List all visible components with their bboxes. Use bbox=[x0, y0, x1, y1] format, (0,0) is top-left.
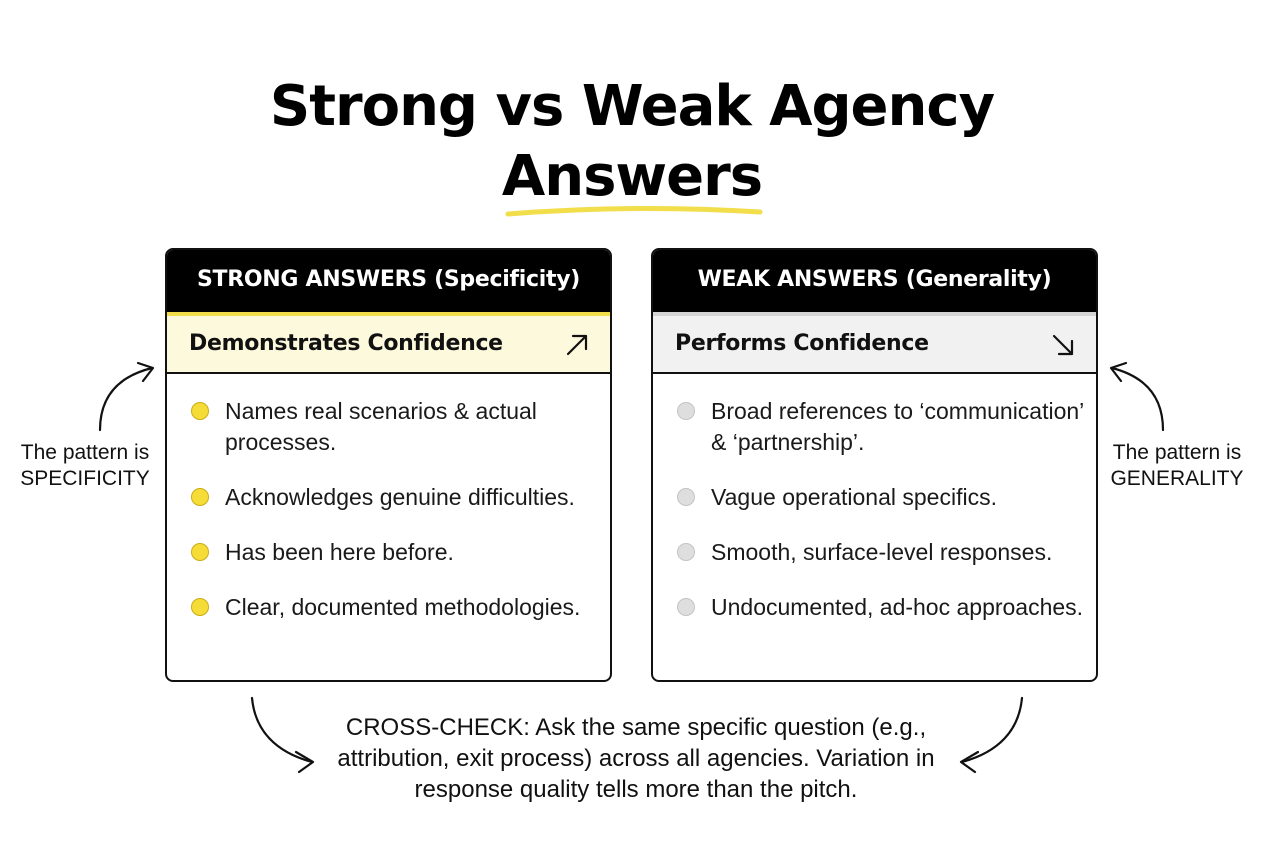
yellow-bullet-icon bbox=[191, 543, 209, 561]
list-item: Has been here before. bbox=[167, 537, 610, 568]
arrow-left-curve-icon bbox=[98, 361, 155, 432]
list-item: Acknowledges genuine difficulties. bbox=[167, 482, 610, 513]
gray-bullet-icon bbox=[677, 402, 695, 420]
yellow-bullet-icon bbox=[191, 488, 209, 506]
arrow-right-curve-icon bbox=[1109, 361, 1165, 432]
strong-card-header: STRONG ANSWERS (Specificity) bbox=[167, 250, 610, 312]
page-title: Strong vs Weak Agency Answers bbox=[0, 72, 1264, 212]
list-item: Clear, documented methodologies. bbox=[167, 592, 610, 623]
side-label-right-line1: The pattern is bbox=[1112, 441, 1242, 464]
list-item: Broad references to ‘communication’ & ‘p… bbox=[653, 396, 1096, 458]
side-label-generality: The pattern is GENERALITY bbox=[1102, 440, 1252, 492]
strong-card-subheader: Demonstrates Confidence bbox=[167, 312, 610, 374]
yellow-bullet-icon bbox=[191, 598, 209, 616]
title-line-2: Answers bbox=[501, 144, 763, 209]
weak-subheader-label: Performs Confidence bbox=[675, 331, 929, 356]
weak-card-subheader: Performs Confidence bbox=[653, 312, 1096, 374]
side-label-left-line1: The pattern is bbox=[20, 441, 150, 464]
list-item-text: Vague operational specifics. bbox=[711, 484, 997, 510]
side-label-left-line2: SPECIFICITY bbox=[20, 467, 150, 490]
list-item-text: Names real scenarios & actual processes. bbox=[225, 398, 537, 455]
strong-subheader-label: Demonstrates Confidence bbox=[189, 331, 503, 356]
strong-items-list: Names real scenarios & actual processes.… bbox=[167, 374, 610, 623]
list-item: Undocumented, ad-hoc approaches. bbox=[653, 592, 1096, 623]
list-item: Smooth, surface-level responses. bbox=[653, 537, 1096, 568]
weak-items-list: Broad references to ‘communication’ & ‘p… bbox=[653, 374, 1096, 623]
list-item-text: Acknowledges genuine difficulties. bbox=[225, 484, 575, 510]
list-item-text: Has been here before. bbox=[225, 539, 454, 565]
side-label-right-line2: GENERALITY bbox=[1110, 467, 1244, 490]
cross-check-note: CROSS-CHECK: Ask the same specific quest… bbox=[337, 714, 935, 803]
list-item: Names real scenarios & actual processes. bbox=[167, 396, 610, 458]
weak-answers-card: WEAK ANSWERS (Generality) Performs Confi… bbox=[651, 248, 1098, 682]
gray-bullet-icon bbox=[677, 543, 695, 561]
side-label-specificity: The pattern is SPECIFICITY bbox=[10, 440, 160, 492]
arrow-up-right-icon bbox=[566, 334, 588, 356]
list-item-text: Clear, documented methodologies. bbox=[225, 594, 581, 620]
list-item-text: Smooth, surface-level responses. bbox=[711, 539, 1053, 565]
arrow-down-right-icon bbox=[1052, 334, 1074, 356]
list-item: Vague operational specifics. bbox=[653, 482, 1096, 513]
gray-bullet-icon bbox=[677, 598, 695, 616]
yellow-bullet-icon bbox=[191, 402, 209, 420]
weak-card-header: WEAK ANSWERS (Generality) bbox=[653, 250, 1096, 312]
strong-answers-card: STRONG ANSWERS (Specificity) Demonstrate… bbox=[165, 248, 612, 682]
gray-bullet-icon bbox=[677, 488, 695, 506]
list-item-text: Undocumented, ad-hoc approaches. bbox=[711, 594, 1084, 620]
title-line-1: Strong vs Weak Agency bbox=[269, 74, 995, 139]
list-item-text: Broad references to ‘communication’ & ‘p… bbox=[711, 398, 1084, 455]
title-underline bbox=[505, 205, 763, 217]
